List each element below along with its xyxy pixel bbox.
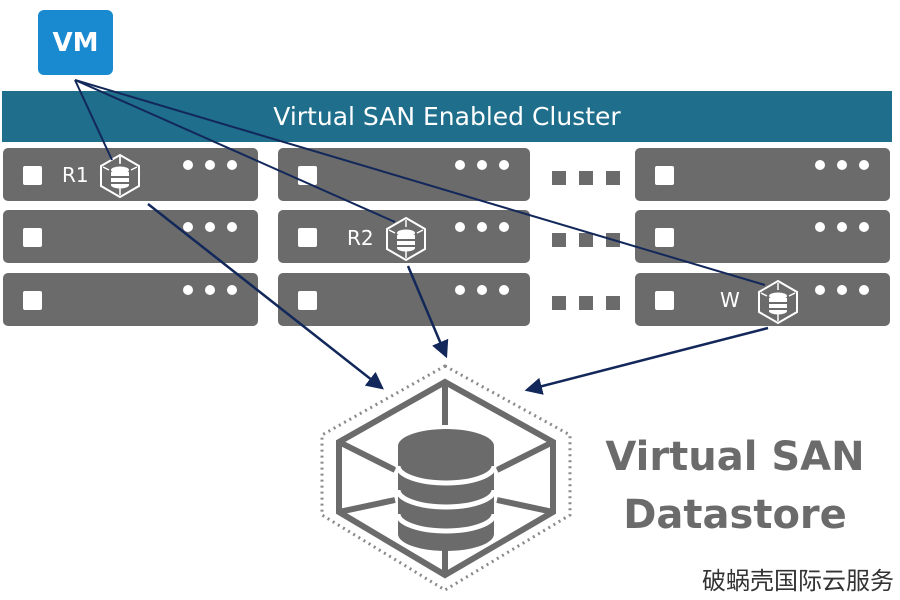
server-dots-icon	[183, 222, 238, 232]
r2-to-datastore-arrow	[406, 265, 449, 359]
cluster-banner: Virtual SAN Enabled Cluster	[2, 91, 892, 142]
server-dots-icon	[183, 160, 238, 170]
server-square-icon	[298, 291, 317, 310]
server-dots-icon	[815, 160, 870, 170]
r1-to-datastore-arrow	[147, 203, 384, 390]
server-square-icon	[655, 228, 674, 247]
server-dots-icon	[815, 222, 870, 232]
server-dots-icon	[183, 285, 238, 295]
object-cube-icon	[386, 216, 426, 262]
witness-label: W	[720, 288, 740, 312]
server-square-icon	[298, 228, 317, 247]
ellipsis-icon	[552, 171, 622, 185]
server-square-icon	[23, 166, 42, 185]
server-square-icon	[655, 291, 674, 310]
server-dots-icon	[455, 285, 510, 295]
server-c1-r3	[3, 273, 258, 326]
server-square-icon	[655, 166, 674, 185]
server-c2-r1	[278, 148, 530, 201]
server-dots-icon	[455, 222, 510, 232]
object-cube-icon	[100, 153, 140, 199]
replica-r2-label: R2	[347, 226, 374, 250]
server-c3-r1	[635, 148, 890, 201]
vm-to-r2-line	[74, 79, 396, 223]
vm-to-r1-line	[74, 79, 113, 161]
server-square-icon	[23, 228, 42, 247]
datastore-title: Virtual SAN Datastore	[600, 428, 870, 544]
server-c2-r3	[278, 273, 530, 326]
server-dots-icon	[815, 285, 870, 295]
ellipsis-icon	[552, 296, 622, 310]
server-c3-r2	[635, 210, 890, 263]
server-square-icon	[23, 291, 42, 310]
vm-tile: VM	[38, 10, 113, 75]
datastore-title-line2: Datastore	[623, 492, 847, 538]
object-cube-icon	[758, 279, 798, 325]
witness-to-datastore-arrow	[524, 326, 769, 395]
vm-to-witness-line	[74, 79, 766, 286]
replica-r1-label: R1	[62, 163, 89, 187]
server-c1-r2	[3, 210, 258, 263]
datastore-title-line1: Virtual SAN	[605, 434, 865, 480]
server-dots-icon	[455, 160, 510, 170]
watermark-text: 破蜗壳国际云服务	[702, 567, 894, 595]
